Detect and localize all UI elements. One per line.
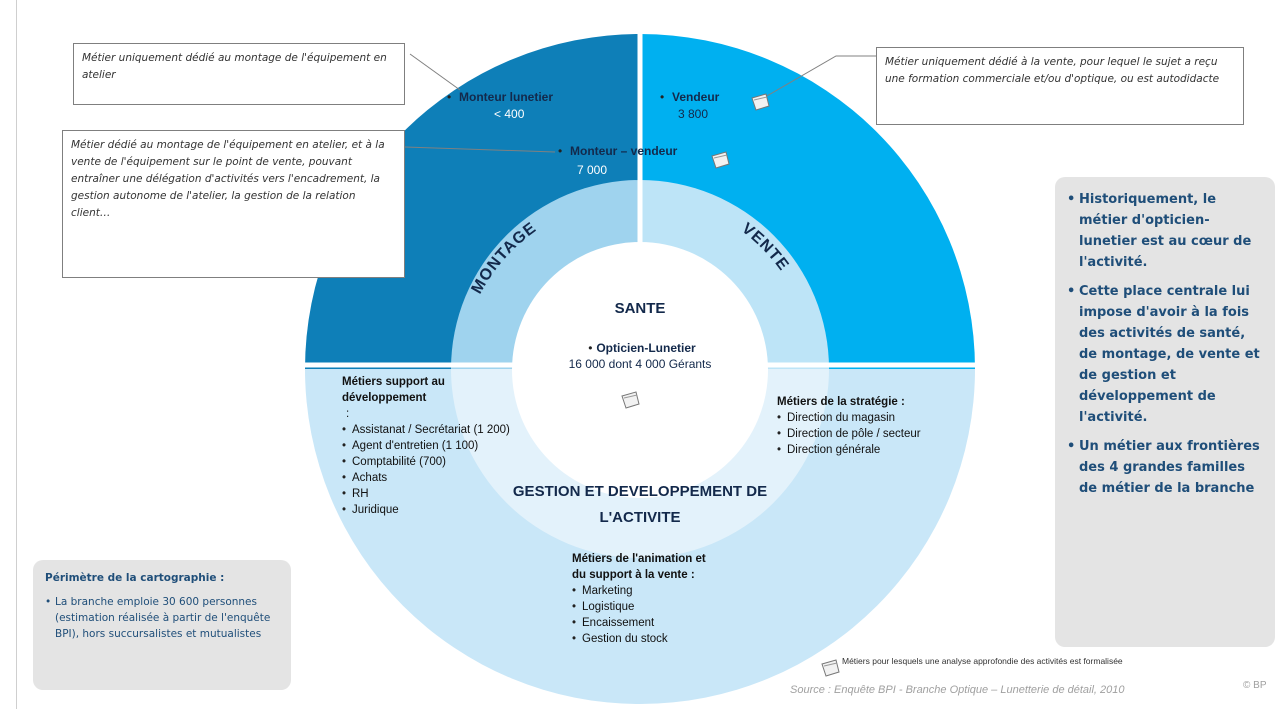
callout-monteur-definition: Métier uniquement dédié au montage de l'… bbox=[73, 43, 405, 105]
glasses-icon bbox=[821, 659, 840, 677]
animation-title-1: Métiers de l'animation et bbox=[572, 553, 706, 565]
animation-item: Logistique bbox=[572, 599, 772, 615]
perimeter-bullet: La branche emploie 30 600 personnes (est… bbox=[45, 594, 281, 642]
glasses-icon bbox=[751, 93, 770, 111]
support-item: RH bbox=[342, 486, 572, 502]
support-item: Achats bbox=[342, 470, 572, 486]
page-divider bbox=[16, 0, 17, 709]
opticien-label: •Opticien-Lunetier bbox=[588, 341, 696, 355]
animation-item: Encaissement bbox=[572, 615, 772, 631]
monteur-lunetier-label: •Monteur lunetier bbox=[447, 90, 554, 104]
leader-monteur-vendeur bbox=[404, 146, 556, 153]
support-title-3: : bbox=[346, 408, 350, 420]
support-title-1: Métiers support au bbox=[342, 376, 445, 388]
support-item: Juridique bbox=[342, 502, 572, 518]
perimeter-title: Périmètre de la cartographie : bbox=[45, 572, 225, 584]
sante-center bbox=[512, 242, 768, 498]
monteur-vendeur-count: 7 000 bbox=[577, 163, 608, 177]
support-list: Métiers support au développement : Assis… bbox=[342, 374, 572, 518]
history-bullet: Un métier aux frontières des 4 grandes f… bbox=[1067, 436, 1265, 499]
callout-vendeur-definition: Métier uniquement dédié à la vente, pour… bbox=[876, 47, 1244, 125]
strategie-title: Métiers de la stratégie : bbox=[777, 396, 905, 408]
sante-title: SANTE bbox=[614, 300, 666, 317]
legend-text: Métiers pour lesquels une analyse approf… bbox=[842, 656, 1123, 666]
monteur-vendeur-label: •Monteur – vendeur bbox=[558, 144, 678, 158]
animation-title-2: du support à la vente : bbox=[572, 569, 695, 581]
source-text: Source : Enquête BPI - Branche Optique –… bbox=[790, 684, 1125, 696]
leader-vendeur bbox=[759, 55, 876, 101]
vendeur-count: 3 800 bbox=[678, 107, 709, 121]
strategie-item: Direction du magasin bbox=[777, 410, 977, 426]
gestion-title-line2: L'ACTIVITE bbox=[599, 509, 681, 526]
animation-item: Gestion du stock bbox=[572, 631, 772, 647]
callout-monteur-vendeur-definition: Métier dédié au montage de l'équipement … bbox=[62, 130, 405, 278]
history-panel: Historiquement, le métier d'opticien-lun… bbox=[1055, 177, 1275, 647]
monteur-lunetier-count: < 400 bbox=[494, 107, 525, 121]
support-item: Assistanat / Secrétariat (1 200) bbox=[342, 422, 572, 438]
copyright-text: © BP bbox=[1243, 680, 1267, 691]
glasses-icon bbox=[711, 151, 730, 169]
strategie-item: Direction de pôle / secteur bbox=[777, 426, 977, 442]
opticien-count: 16 000 dont 4 000 Gérants bbox=[568, 357, 712, 371]
animation-list: Métiers de l'animation et du support à l… bbox=[572, 551, 772, 647]
perimeter-panel: Périmètre de la cartographie : La branch… bbox=[33, 560, 291, 690]
support-title-2: développement bbox=[342, 392, 427, 404]
glasses-icon bbox=[621, 391, 640, 409]
gestion-title-line1: GESTION ET DEVELOPPEMENT DE bbox=[512, 483, 768, 500]
strategie-item: Direction générale bbox=[777, 442, 977, 458]
animation-item: Marketing bbox=[572, 583, 772, 599]
leader-monteur bbox=[409, 53, 461, 91]
strategie-list: Métiers de la stratégie : Direction du m… bbox=[777, 394, 977, 458]
history-bullet: Cette place centrale lui impose d'avoir … bbox=[1067, 281, 1265, 428]
support-item: Comptabilité (700) bbox=[342, 454, 572, 470]
history-bullet: Historiquement, le métier d'opticien-lun… bbox=[1067, 189, 1265, 273]
support-item: Agent d'entretien (1 100) bbox=[342, 438, 572, 454]
vendeur-label: •Vendeur bbox=[660, 90, 720, 104]
